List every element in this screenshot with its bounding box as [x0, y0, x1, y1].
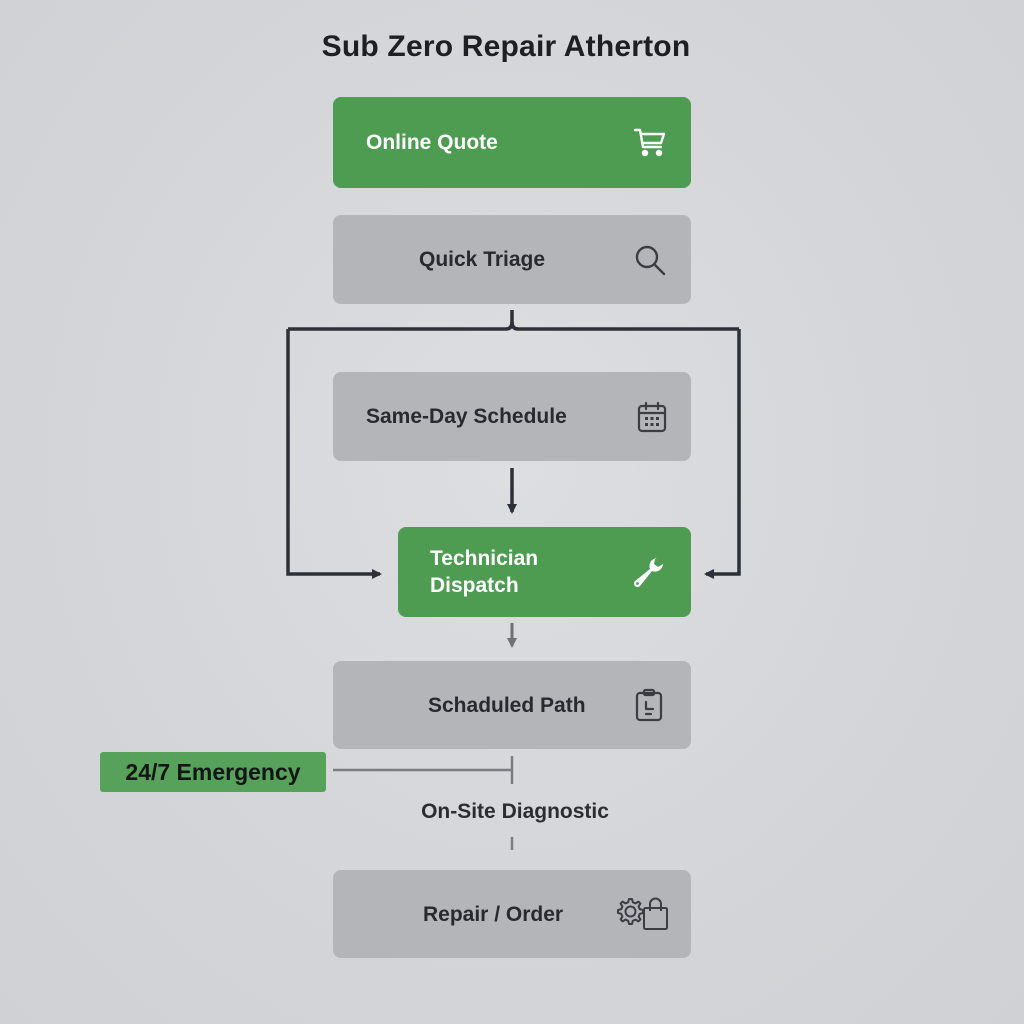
wrench-icon [631, 555, 665, 589]
node-quick-triage[interactable]: Quick Triage [333, 215, 691, 304]
shopping-bag-icon [643, 897, 668, 930]
calendar-icon [637, 401, 667, 433]
node-online-quote[interactable]: Online Quote [333, 97, 691, 188]
node-label: Technician Dispatch [430, 545, 538, 599]
triage-split-right [510, 321, 739, 331]
clipboard-icon [635, 688, 663, 722]
node-label: Quick Triage [419, 248, 546, 271]
node-label-line2: Dispatch [430, 574, 519, 597]
triage-split-stem [288, 310, 514, 331]
node-technician-dispatch[interactable]: Technician Dispatch [398, 527, 691, 617]
gear-icon [617, 898, 644, 925]
node-label: Repair / Order [423, 902, 564, 926]
node-repair-order[interactable]: Repair / Order [333, 870, 691, 958]
node-label: Same-Day Schedule [366, 405, 567, 428]
shopping-cart-icon [633, 127, 667, 159]
node-label: Schaduled Path [428, 693, 586, 717]
node-scheduled-path[interactable]: Schaduled Path [333, 661, 691, 749]
node-label: Online Quote [366, 131, 498, 154]
on-site-diagnostic-label: On-Site Diagnostic [421, 800, 609, 823]
emergency-tag[interactable]: 24/7 Emergency [100, 752, 326, 792]
diagram-title: Sub Zero Repair Atherton [321, 30, 691, 63]
search-icon [633, 243, 667, 277]
edge-triage-to-dispatch-right [704, 329, 741, 579]
gear-bag-icon [617, 897, 671, 931]
node-same-day-schedule[interactable]: Same-Day Schedule [333, 372, 691, 461]
node-label-line1: Technician [430, 547, 539, 570]
